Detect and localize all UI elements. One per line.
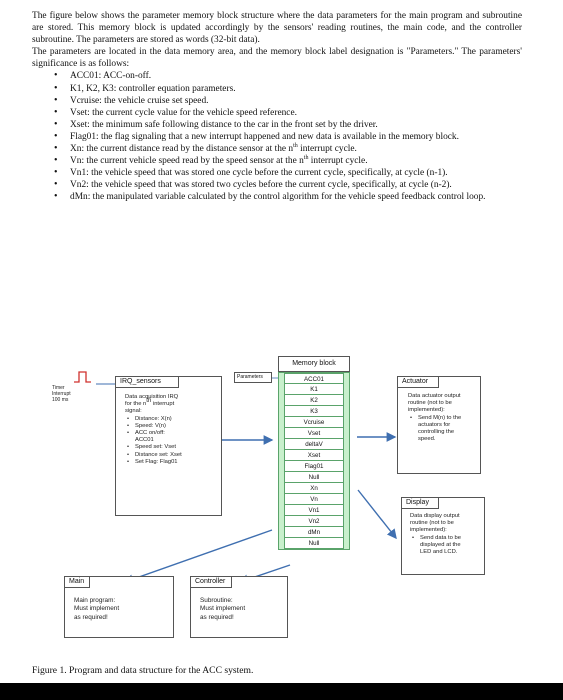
figure-caption: Figure 1. Program and data structure for… [32, 665, 254, 676]
timer-label: Timer Interrupt 100 ms [52, 385, 71, 403]
display-text: Data display output routine (not to be i… [410, 513, 482, 556]
pulse-icon [74, 371, 91, 383]
param-k: K1, K2, K3: controller equation paramete… [54, 83, 522, 95]
memory-cell: deltaV [284, 439, 344, 450]
memory-cell: Vn1 [284, 505, 344, 516]
display-header: Display [401, 497, 439, 509]
intro-text: The figure below shows the parameter mem… [32, 10, 522, 204]
memory-cell: Vn2 [284, 516, 344, 527]
parameter-list: ACC01: ACC-on-off. K1, K2, K3: controlle… [32, 70, 522, 203]
param-vcruise: Vcruise: the vehicle cruise set speed. [54, 95, 522, 107]
bottom-bar [0, 683, 563, 700]
controller-header: Controller [190, 576, 232, 588]
param-vset: Vset: the current cycle value for the ve… [54, 107, 522, 119]
memory-cell: Null [284, 472, 344, 483]
param-acc01: ACC01: ACC-on-off. [54, 70, 522, 82]
memory-to-display-arrow [357, 489, 397, 540]
memory-cell: K1 [284, 384, 344, 395]
memory-cell: Vn [284, 494, 344, 505]
memory-cell: K2 [284, 395, 344, 406]
main-text: Main program: Must implement as required… [74, 597, 120, 621]
param-vn1: Vn1: the vehicle speed that was stored o… [54, 167, 522, 179]
memory-cell: Xset [284, 450, 344, 461]
memory-cell: Xn [284, 483, 344, 494]
actuator-header: Actuator [397, 376, 439, 388]
memory-cell: dMn [284, 527, 344, 538]
irq-sensors-header: IRQ_sensors [115, 376, 179, 388]
param-flag01: Flag01: the flag signaling that a new in… [54, 131, 522, 143]
intro-paragraph-2: The parameters are located in the data m… [32, 47, 522, 70]
controller-block [190, 576, 288, 638]
parameters-tag: Parameters [234, 372, 272, 383]
memory-cell: Flag01 [284, 461, 344, 472]
memory-cell: Vset [284, 428, 344, 439]
irq-sensors-text: Data acquisition IRQ for the nth interru… [125, 394, 220, 466]
memory-block-title: Memory block [278, 356, 350, 372]
memory-cell: K3 [284, 406, 344, 417]
actuator-text: Data actuator output routine (not to be … [408, 393, 480, 443]
memory-to-main-arrow [123, 529, 273, 584]
param-xset: Xset: the minimum safe following distanc… [54, 119, 522, 131]
param-vn: Vn: the current vehicle speed read by th… [54, 155, 522, 167]
param-dmn: dMn: the manipulated variable calculated… [54, 191, 522, 203]
main-header: Main [64, 576, 90, 588]
memory-cell: Vcruise [284, 417, 344, 428]
intro-paragraph-1: The figure below shows the parameter mem… [32, 11, 522, 46]
controller-text: Subroutine: Must implement as required! [200, 597, 246, 621]
param-vn2: Vn2: the vehicle speed that was stored t… [54, 179, 522, 191]
param-xn: Xn: the current distance read by the dis… [54, 143, 522, 155]
memory-cell: Null [284, 538, 344, 549]
memory-cell: ACC01 [284, 373, 344, 384]
